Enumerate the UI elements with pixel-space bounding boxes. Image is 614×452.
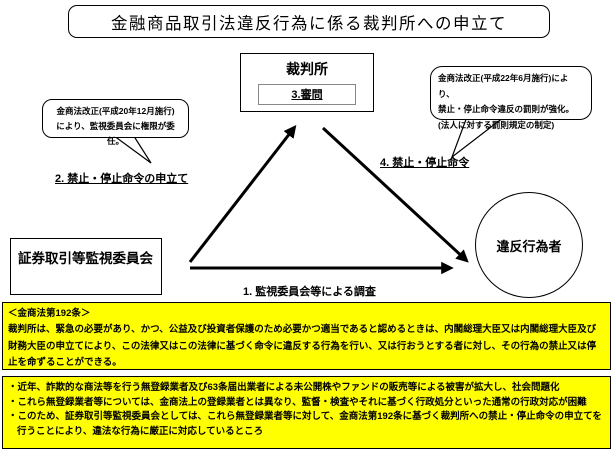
note-bullet: ・近年、詐欺的な商法等を行う無登録業者及び63条届出業者による未公開株やファンド…	[8, 382, 560, 393]
note-bullet: ・このため、証券取引等監視委員会としては、これら無登録業者等に対して、金商法第1…	[8, 411, 602, 438]
investigation-step-label: 1. 監視委員会等による調査	[243, 286, 376, 298]
amendment-2008-callout: 金商法改正(平成20年12月施行) により、監視委員会に権限が委任。	[42, 99, 189, 146]
diagram-title: 金融商品取引法違反行為に係る裁判所への申立て	[68, 5, 550, 38]
court-label: 裁判所	[286, 61, 328, 77]
violator-label: 違反行為者	[496, 238, 562, 254]
article-192-body: 裁判所は、緊急の必要があり、かつ、公益及び投資者保護のため必要かつ適当であると認…	[8, 324, 597, 368]
article-192-box: ＜金商法第192条＞ 裁判所は、緊急の必要があり、かつ、公益及び投資者保護のため…	[2, 302, 611, 370]
commission-label: 証券取引等監視委員会	[18, 251, 153, 266]
amendment-2010-callout: 金商法改正(平成22年6月施行)により、 禁止・停止命令違反の罰則が強化。 (法…	[430, 66, 592, 130]
note-bullet: ・これら無登録業者等については、金商法上の登録業者とは異なり、監督・検査やそれに…	[8, 396, 587, 408]
commission-box: 証券取引等監視委員会	[10, 238, 162, 295]
hearing-step-box: 3.審問	[258, 84, 356, 105]
background-notes-box: ・近年、詐欺的な商法等を行う無登録業者及び63条届出業者による未公開株やファンド…	[2, 376, 611, 449]
hearing-step-label: 3.審問	[291, 89, 323, 101]
order-step-label: 4. 禁止・停止命令	[380, 157, 470, 169]
petition-step-label: 2. 禁止・停止命令の申立て	[55, 173, 189, 185]
petition-arrow	[188, 125, 297, 263]
court-box: 裁判所 3.審問	[240, 53, 374, 112]
article-192-heading: ＜金商法第192条＞	[8, 308, 91, 319]
order-arrow	[321, 126, 469, 263]
violator-circle: 違反行為者	[475, 192, 583, 298]
